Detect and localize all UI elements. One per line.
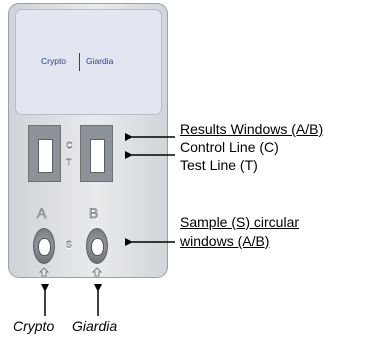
sample-mark: S (66, 240, 73, 250)
sample-a-arrow-icon (39, 267, 49, 277)
control-line-label: Control Line (C) (180, 139, 279, 155)
results-windows-label: Results Windows (A/B) (180, 121, 324, 137)
test-cassette: Crypto Giardia C T A B S (8, 3, 168, 278)
result-window-a (28, 125, 61, 182)
sample-window-b (86, 228, 108, 264)
panel-label-crypto: Crypto (41, 56, 67, 66)
result-window-a-strip (38, 139, 53, 173)
bottom-label-crypto: Crypto (13, 318, 55, 334)
sample-window-a-hole (38, 238, 51, 256)
bottom-label-giardia: Giardia (72, 318, 118, 334)
sample-windows-label-line1: Sample (S) circular (180, 214, 300, 230)
control-mark: C (66, 141, 73, 151)
label-panel: Crypto Giardia (15, 9, 162, 115)
test-mark: T (66, 158, 72, 168)
panel-divider (79, 53, 80, 71)
window-a-mark: A (36, 205, 47, 222)
test-line-label: Test Line (T) (180, 157, 258, 173)
sample-window-a (33, 228, 55, 264)
sample-b-arrow-icon (92, 267, 102, 277)
window-b-mark: B (88, 205, 99, 222)
sample-window-b-hole (91, 238, 104, 256)
panel-label-giardia: Giardia (86, 56, 114, 66)
sample-windows-label-line2: windows (A/B) (180, 233, 270, 249)
result-window-b-strip (90, 139, 105, 173)
result-window-b (80, 125, 113, 182)
